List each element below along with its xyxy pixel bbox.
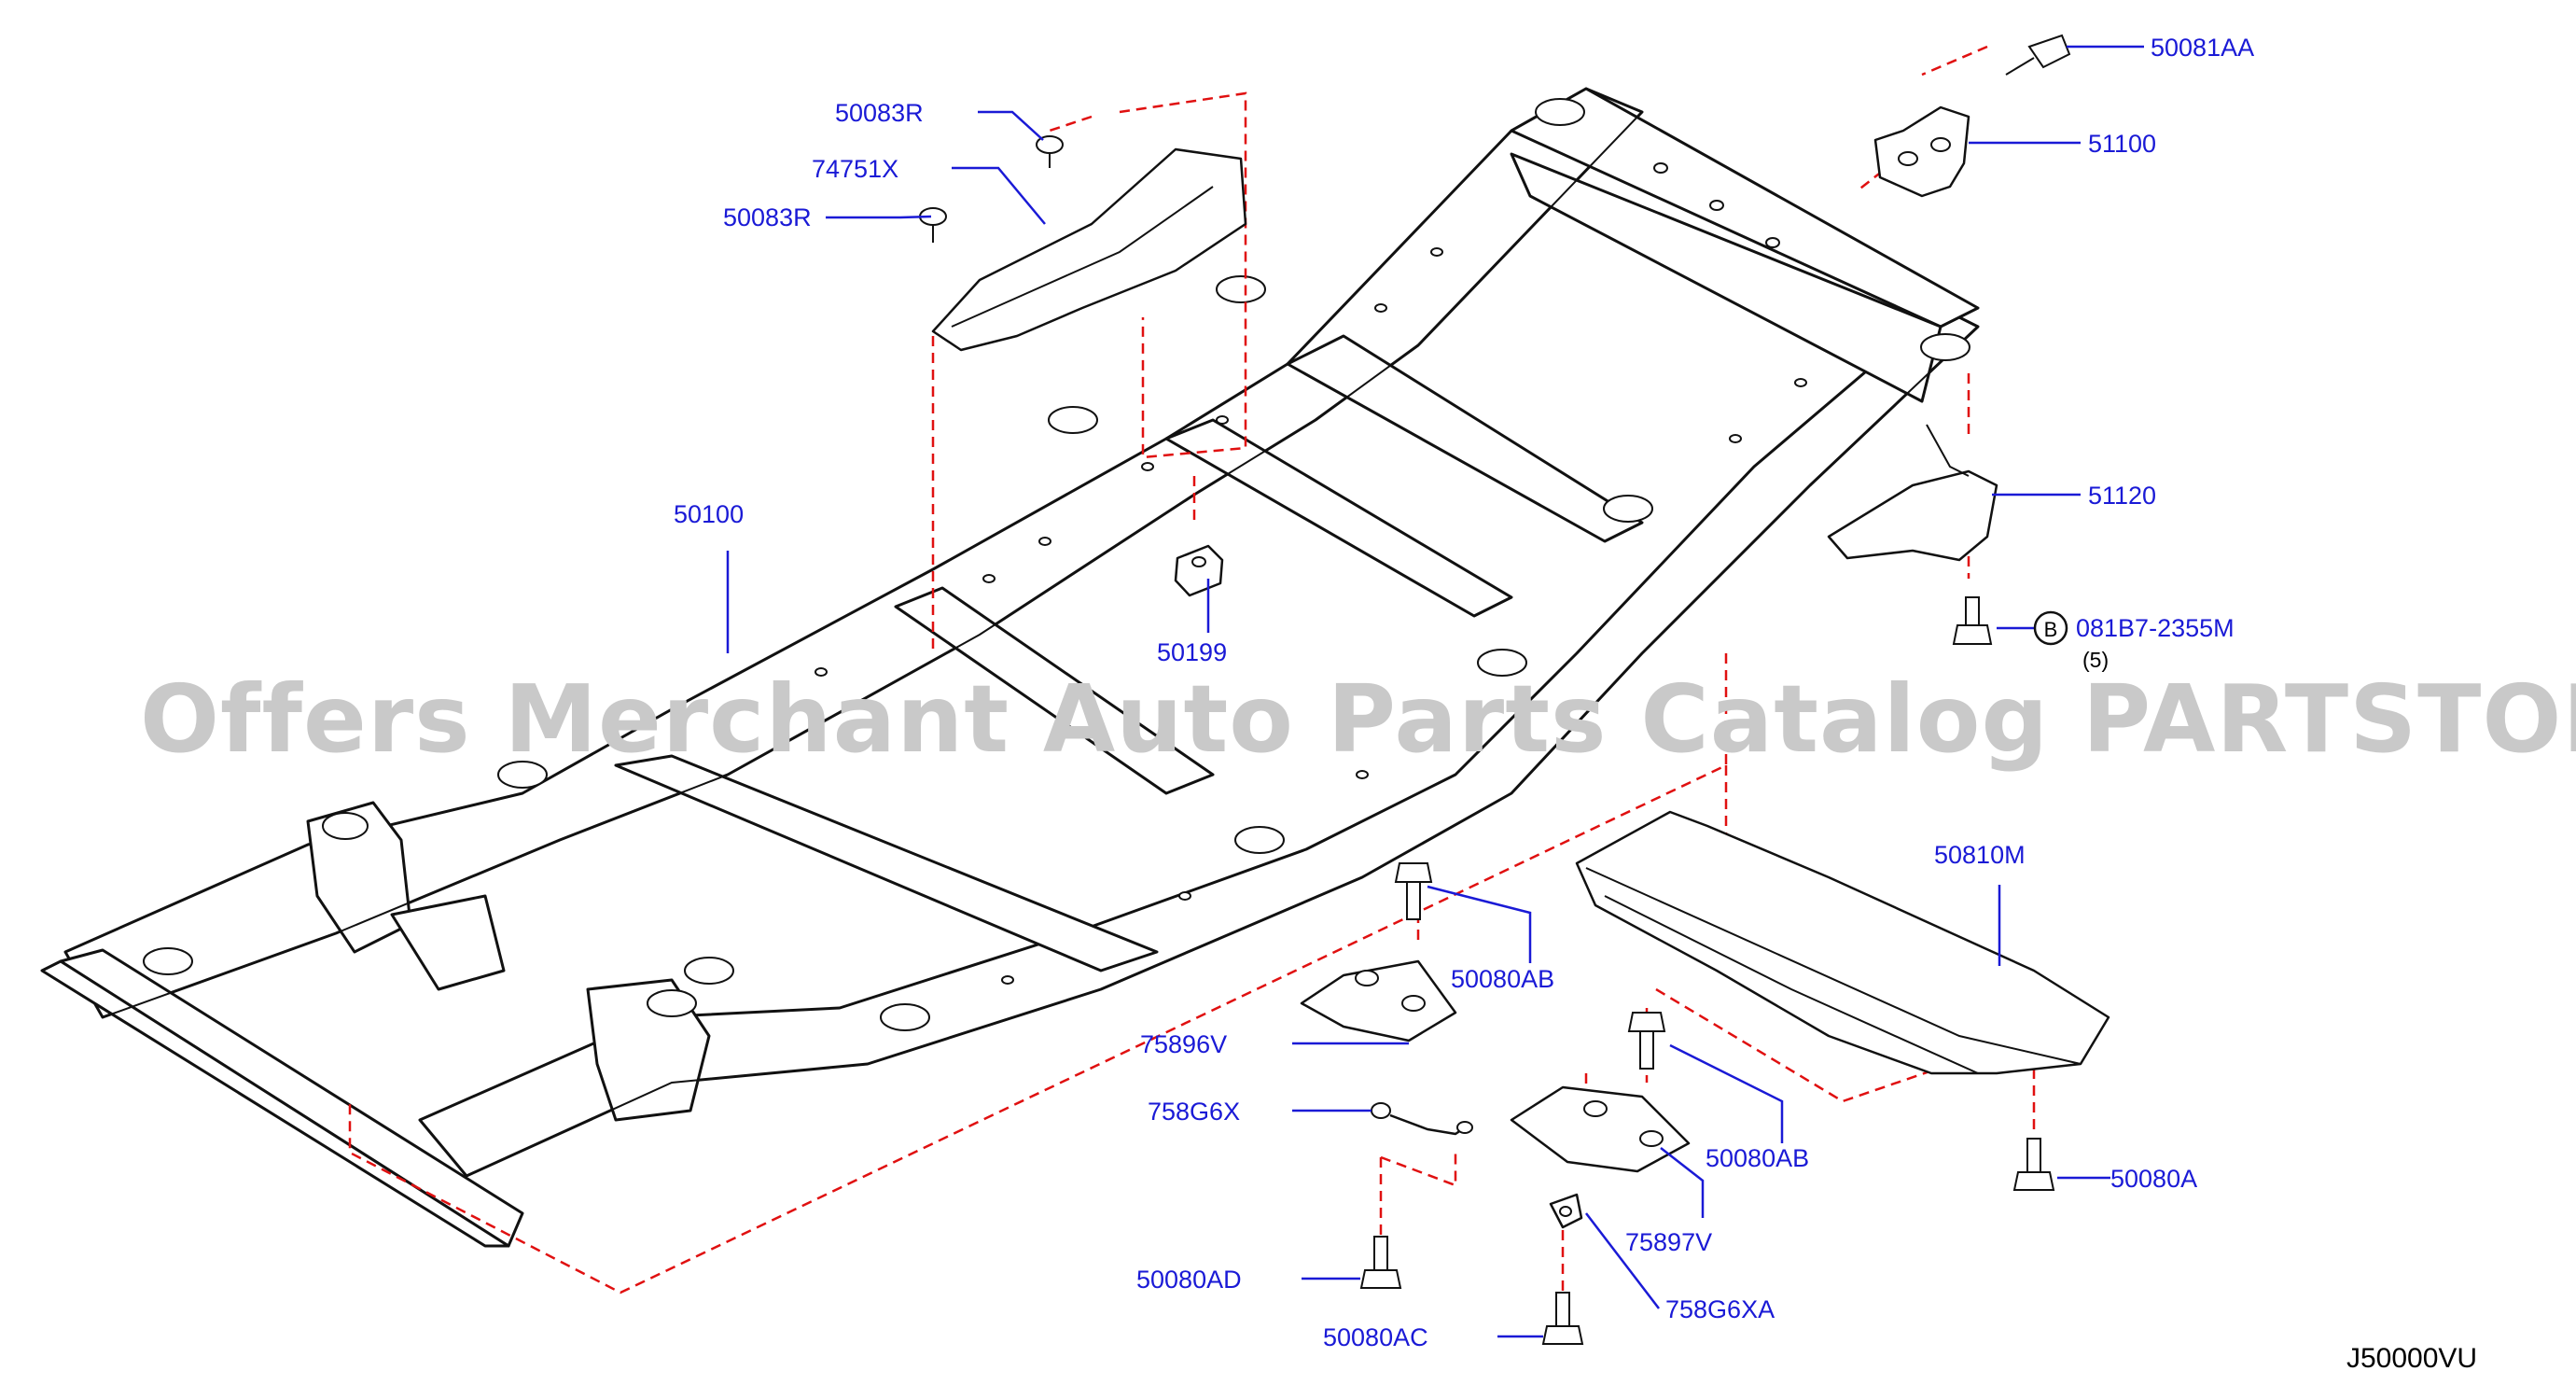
label-75897V[interactable]: 75897V xyxy=(1625,1228,1712,1256)
strap-758G6X-drawing[interactable] xyxy=(1371,1102,1473,1136)
plate-75896V-drawing[interactable] xyxy=(1300,959,1457,1042)
bracket-51100-drawing[interactable] xyxy=(1873,105,1970,198)
watermark: Offers Merchant Auto Parts Catalog PARTS… xyxy=(140,665,2576,774)
bracket-51120-drawing[interactable] xyxy=(1827,424,1998,562)
label-50080A[interactable]: 50080A xyxy=(2110,1165,2197,1193)
part-labels: 50081AA 51100 50083R 74751X 50083R 50100… xyxy=(674,34,2254,1351)
label-50100[interactable]: 50100 xyxy=(674,500,744,528)
label-50083R-mid[interactable]: 50083R xyxy=(723,203,812,231)
label-74751X[interactable]: 74751X xyxy=(812,155,898,183)
bolt-50080AC-drawing[interactable] xyxy=(1541,1292,1584,1345)
leader-lines xyxy=(726,45,2144,1338)
clip-50083R-top-drawing[interactable] xyxy=(1036,135,1064,168)
frame-assembly-drawing[interactable] xyxy=(40,87,1980,1248)
strap-758G6XA-drawing[interactable] xyxy=(1549,1193,1583,1229)
protector-74751X-drawing[interactable] xyxy=(931,147,1247,352)
label-758G6XA[interactable]: 758G6XA xyxy=(1665,1295,1775,1323)
label-50081AA[interactable]: 50081AA xyxy=(2151,34,2254,62)
label-51120[interactable]: 51120 xyxy=(2088,482,2156,510)
bolt-081B7-2355M-drawing[interactable] xyxy=(1952,596,1993,645)
label-081B7-2355M[interactable]: 081B7-2355M xyxy=(2076,614,2235,642)
label-51100[interactable]: 51100 xyxy=(2088,130,2156,158)
svg-text:B: B xyxy=(2044,618,2058,641)
label-758G6X[interactable]: 758G6X xyxy=(1148,1098,1240,1126)
circled-marker-b: B xyxy=(2033,610,2068,646)
bolt-50080AB-right-drawing[interactable] xyxy=(1627,1012,1666,1070)
clip-50083R-mid-drawing[interactable] xyxy=(919,207,947,243)
label-50083R-top[interactable]: 50083R xyxy=(835,99,924,127)
label-75896V[interactable]: 75896V xyxy=(1140,1030,1227,1058)
bolt-50080AD-drawing[interactable] xyxy=(1359,1236,1402,1289)
bolt-50080A-drawing[interactable] xyxy=(2012,1138,2055,1191)
bumper-50199-drawing[interactable] xyxy=(1174,544,1224,597)
label-50199[interactable]: 50199 xyxy=(1157,638,1227,666)
plate-75897V-drawing[interactable] xyxy=(1510,1085,1691,1173)
label-50080AB-right[interactable]: 50080AB xyxy=(1706,1144,1809,1172)
label-50080AC[interactable]: 50080AC xyxy=(1323,1323,1428,1351)
label-50080AD[interactable]: 50080AD xyxy=(1136,1266,1242,1294)
quantity-081B7-2355M: (5) xyxy=(2082,648,2109,672)
bolt-50081AA-drawing[interactable] xyxy=(2005,34,2071,76)
skid-plate-50810M-drawing[interactable] xyxy=(1575,810,2110,1075)
bolt-50080AB-left-drawing[interactable] xyxy=(1394,862,1433,920)
label-50810M[interactable]: 50810M xyxy=(1934,841,2026,869)
label-50080AB-left[interactable]: 50080AB xyxy=(1451,965,1554,993)
diagram-reference-code: J50000VU xyxy=(2346,1343,2477,1374)
